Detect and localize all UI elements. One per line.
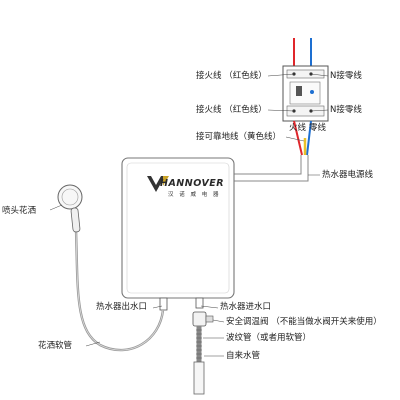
label-neutral-short: 零线 — [309, 123, 327, 133]
label-tap-water-pipe: 自来水管 — [226, 351, 261, 361]
shower-head — [57, 184, 83, 210]
breaker-bottom-strip — [286, 105, 325, 117]
leader-line — [212, 319, 225, 323]
leader-line — [152, 305, 163, 309]
blue-wire-down — [306, 120, 312, 156]
leader-line — [85, 341, 101, 347]
label-fire-short: 火线 — [289, 123, 307, 133]
brand-chinese-name: 汉 诺 威 电 器 — [168, 192, 221, 198]
label-neutral-top: N接零线 — [330, 71, 362, 81]
leader-line — [49, 204, 63, 211]
breaker-lever — [296, 86, 302, 96]
breaker-test-button — [310, 90, 314, 94]
shower-handle — [70, 207, 81, 233]
leader-line — [267, 109, 295, 112]
label-fire-red-mid: 接火线 （红色线） — [196, 105, 267, 115]
brand-logo-accent — [163, 176, 169, 186]
label-shower-head: 喷头花洒 — [2, 206, 37, 216]
inlet-stub — [195, 297, 204, 309]
label-neutral-mid: N接零线 — [330, 105, 362, 115]
heater-body-inner — [126, 162, 230, 294]
breaker-top-strip — [286, 69, 325, 79]
outlet-stub — [159, 297, 168, 311]
tap-water-pipe — [193, 361, 205, 395]
label-safety-valve: 安全调温阀 （不能当做水阀开关来使用） — [226, 317, 382, 327]
safety-valve — [192, 311, 207, 327]
label-inlet: 热水器进水口 — [220, 302, 272, 312]
brand-logo-mark — [147, 176, 165, 192]
shower-head-face — [61, 188, 79, 206]
leader-line — [200, 305, 219, 309]
leader-line — [310, 73, 329, 77]
shower-hose-inner — [75, 229, 164, 351]
brand-name: HANNOVER — [160, 178, 225, 189]
heater-body — [121, 157, 235, 299]
power-cord — [234, 155, 309, 182]
leader-line — [285, 136, 305, 142]
label-ground: 接可靠地线（黄色线） — [196, 132, 282, 142]
label-shower-hose: 花洒软管 — [38, 341, 73, 351]
label-corrugated-pipe: 波纹管（或者用软管） — [226, 333, 312, 343]
label-fire-red-top: 接火线 （红色线） — [196, 71, 267, 81]
label-outlet: 热水器出水口 — [96, 302, 148, 312]
leader-line — [267, 73, 295, 77]
leader-line — [310, 109, 329, 112]
corrugated-pipe-ridges — [196, 329, 202, 359]
valve-knob — [205, 315, 214, 323]
label-power-cord: 热水器电源线 — [322, 170, 374, 180]
red-wire-down — [293, 120, 303, 156]
breaker-switch — [289, 81, 321, 105]
